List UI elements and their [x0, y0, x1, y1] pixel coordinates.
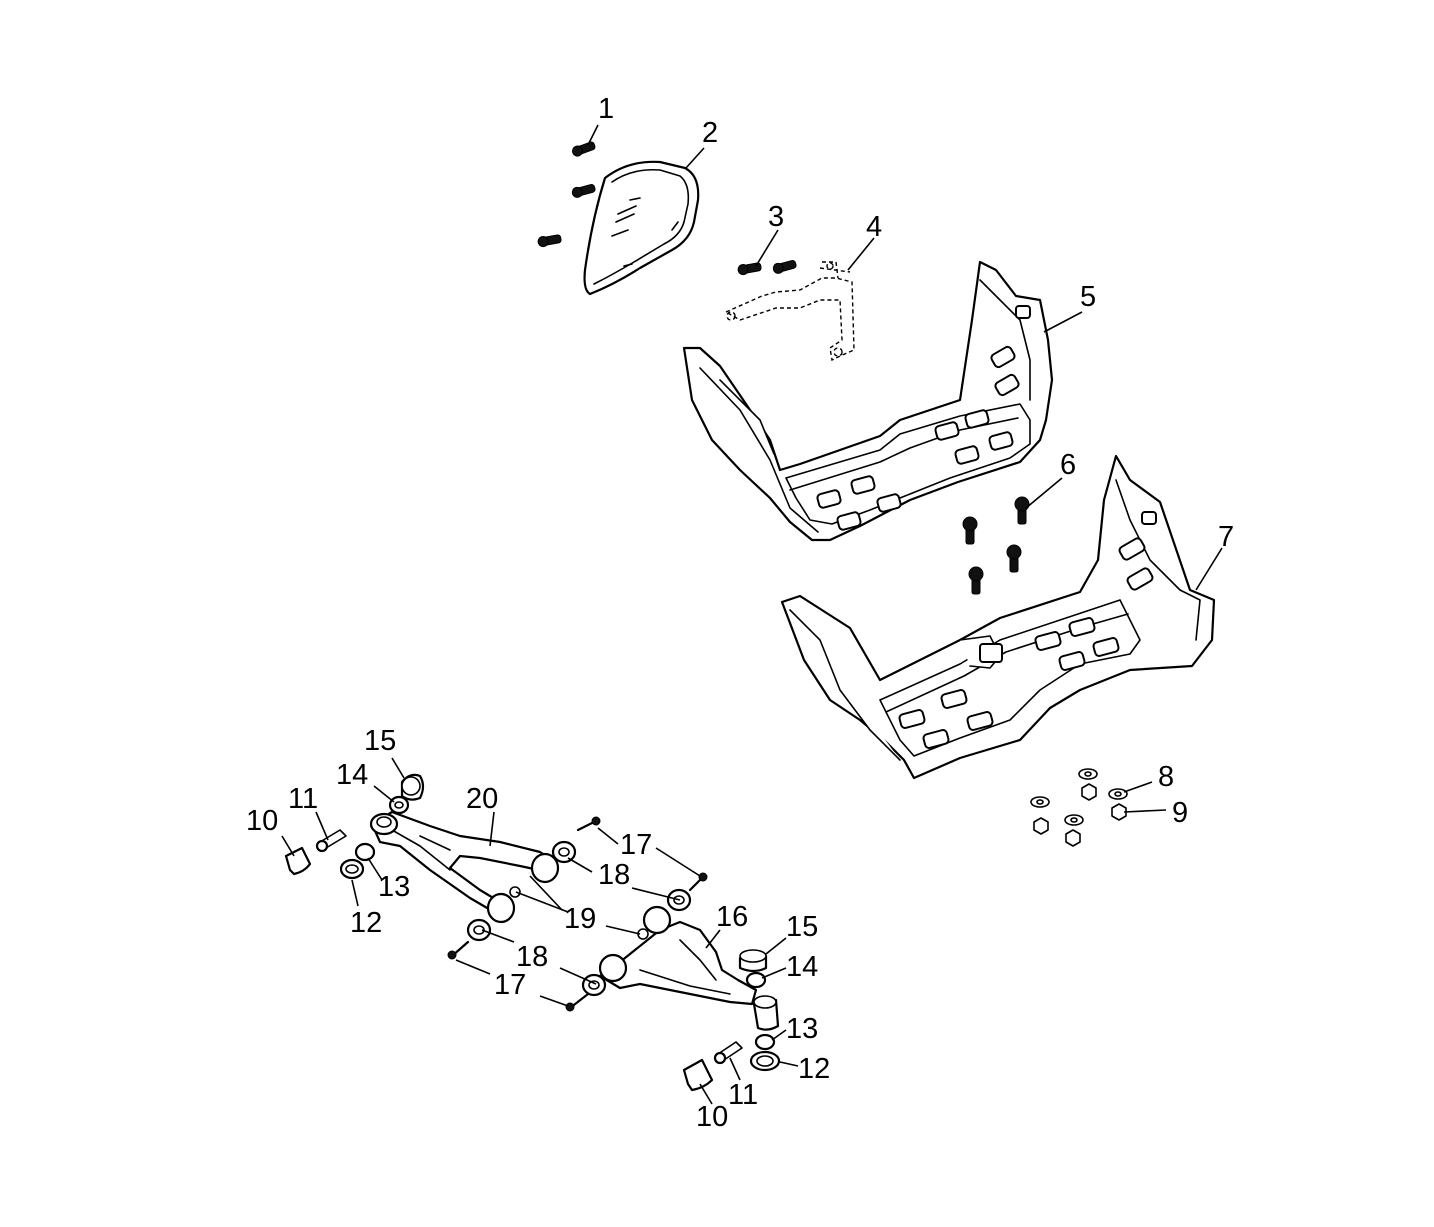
callout-10-lower: 10	[696, 1101, 728, 1133]
callout-8: 8	[1158, 761, 1174, 793]
part-12-upper-ring	[339, 858, 365, 880]
part-7-right-footwell	[780, 454, 1216, 780]
callout-12-upper: 12	[350, 907, 382, 939]
callout-14-upper: 14	[336, 759, 368, 791]
callout-7: 7	[1218, 521, 1234, 553]
callout-18-lower: 18	[516, 941, 548, 973]
callout-1: 1	[598, 93, 614, 125]
part-2-guard-panel	[583, 160, 700, 296]
part-3-bolts	[737, 259, 797, 276]
callout-18-upper: 18	[598, 859, 630, 891]
callout-19: 19	[564, 903, 596, 935]
leader-lines	[281, 124, 1223, 1105]
callout-14-lower: 14	[786, 951, 818, 983]
part-11-lower-fitting	[713, 1041, 743, 1065]
callout-17-lower: 17	[494, 969, 526, 1001]
callout-10-upper: 10	[246, 805, 278, 837]
part-10-upper-sleeve	[284, 846, 312, 876]
part-4-bracket	[724, 261, 855, 362]
part-14-upper-bushing	[388, 795, 410, 815]
parts-8-9-washers-nuts	[1030, 768, 1128, 847]
part-10-lower-sleeve	[682, 1058, 714, 1092]
callout-13-upper: 13	[378, 871, 410, 903]
callout-9: 9	[1172, 797, 1188, 829]
callout-16: 16	[716, 901, 748, 933]
part-14-lower-bushing	[745, 971, 767, 989]
part-13-upper-bushing	[354, 842, 376, 862]
callout-15-upper: 15	[364, 725, 396, 757]
part-17-lower-bolts	[447, 940, 590, 1012]
callout-4: 4	[866, 211, 882, 243]
callout-3: 3	[768, 201, 784, 233]
callout-15-lower: 15	[786, 911, 818, 943]
part-16-lower-a-arm	[598, 905, 758, 1006]
callout-6: 6	[1060, 449, 1076, 481]
part-12-lower-ring	[749, 1050, 781, 1072]
callout-labels: 1 2 3 4 5 6 7 8 9 10 11 12 13 14 15 20 1…	[246, 93, 1234, 1133]
part-6-bolts	[962, 496, 1030, 595]
callout-12-lower: 12	[798, 1053, 830, 1085]
part-11-upper-fitting	[315, 829, 347, 853]
part-5-left-footwell	[682, 260, 1054, 542]
part-17-upper-bolts	[576, 816, 708, 892]
callout-2: 2	[702, 117, 718, 149]
callout-5: 5	[1080, 281, 1096, 313]
callout-17-upper: 17	[620, 829, 652, 861]
part-1-screws	[537, 141, 596, 248]
callout-13-lower: 13	[786, 1013, 818, 1045]
callout-11-upper: 11	[288, 783, 318, 815]
part-20-upper-a-arm	[369, 810, 560, 924]
callout-11-lower: 11	[728, 1079, 758, 1111]
part-13-lower-bushing	[752, 995, 780, 1051]
part-15-lower-cap	[738, 949, 768, 973]
part-15-upper-cap	[400, 773, 425, 801]
callout-20: 20	[466, 783, 498, 815]
